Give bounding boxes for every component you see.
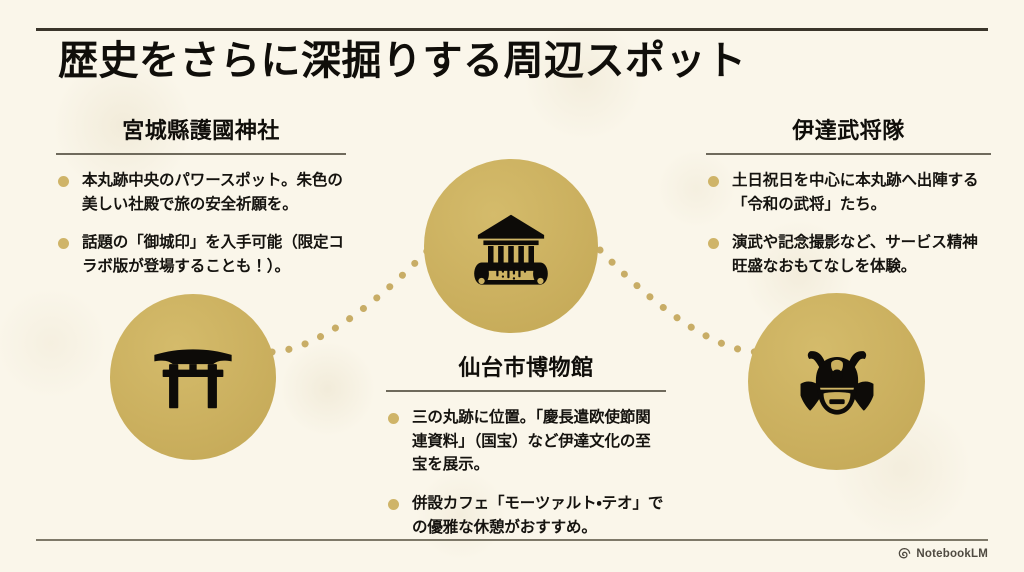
museum-icon-circle [424, 159, 598, 333]
samurai-heading-underline [706, 153, 991, 156]
list-item: 本丸跡中央のパワースポット。朱色の美しい社殿で旅の安全祈願を。 [56, 169, 346, 216]
museum-heading: 仙台市博物館 [458, 355, 594, 380]
list-item: 三の丸跡に位置。「慶長遣欧使節関連資料」（国宝）など伊達文化の至宝を展示。 [386, 406, 666, 477]
bottom-divider [36, 539, 988, 541]
spot-column-museum: 仙台市博物館 三の丸跡に位置。「慶長遣欧使節関連資料」（国宝）など伊達文化の至宝… [386, 355, 666, 539]
brand-label: NotebookLM [916, 547, 988, 560]
bullet-text: 本丸跡中央のパワースポット。朱色の美しい社殿で旅の安全祈願を。 [82, 172, 343, 213]
bullet-dot-icon [58, 238, 69, 250]
bullet-text: 併設カフェ「モーツァルト・テオ」での優雅な休憩がおすすめ。 [412, 495, 664, 536]
notebooklm-spiral-icon [899, 547, 911, 559]
samurai-heading: 伊達武将隊 [792, 118, 905, 143]
bullet-dot-icon [388, 499, 399, 511]
bullet-text: 話題の「御城印」を入手可能（限定コラボ版が登場することも！）。 [82, 234, 344, 276]
list-item: 土日祝日を中心に本丸跡へ出陣する「令和の武将」たち。 [706, 169, 991, 216]
bullet-dot-icon [388, 413, 399, 425]
shrine-bullet-list: 本丸跡中央のパワースポット。朱色の美しい社殿で旅の安全祈願を。 話題の「御城印」… [56, 169, 346, 278]
shrine-heading-underline [56, 153, 346, 156]
samurai-helmet-icon [800, 350, 873, 415]
museum-heading-underline [386, 390, 666, 393]
samurai-icon-circle [748, 293, 925, 470]
torii-gate-icon [154, 349, 232, 409]
bullet-text: 三の丸跡に位置。「慶長遣欧使節関連資料」（国宝）など伊達文化の至宝を展示。 [412, 409, 651, 474]
page-title: 歴史をさらに深掘りする周辺スポット [58, 39, 747, 83]
list-item: 演武や記念撮影など、サービス精神旺盛なおもてなしを体験。 [706, 231, 991, 278]
museum-building-icon [474, 214, 548, 285]
museum-bullet-list: 三の丸跡に位置。「慶長遣欧使節関連資料」（国宝）など伊達文化の至宝を展示。 併設… [386, 406, 666, 539]
bullet-dot-icon [58, 176, 69, 188]
shrine-icon-circle [110, 294, 276, 460]
bullet-text: 土日祝日を中心に本丸跡へ出陣する「令和の武将」たち。 [732, 172, 979, 213]
top-divider [36, 28, 988, 31]
spot-column-shrine: 宮城縣護國神社 本丸跡中央のパワースポット。朱色の美しい社殿で旅の安全祈願を。 … [56, 118, 346, 279]
shrine-heading: 宮城縣護國神社 [122, 118, 280, 143]
bullet-dot-icon [708, 176, 719, 188]
list-item: 話題の「御城印」を入手可能（限定コラボ版が登場することも！）。 [56, 231, 346, 278]
notebooklm-brand: NotebookLM [898, 547, 988, 560]
bullet-text: 演武や記念撮影など、サービス精神旺盛なおもてなしを体験。 [732, 234, 978, 276]
samurai-bullet-list: 土日祝日を中心に本丸跡へ出陣する「令和の武将」たち。 演武や記念撮影など、サービ… [706, 169, 991, 278]
bullet-dot-icon [708, 238, 719, 250]
list-item: 併設カフェ「モーツァルト・テオ」での優雅な休憩がおすすめ。 [386, 492, 666, 539]
spot-column-samurai: 伊達武将隊 土日祝日を中心に本丸跡へ出陣する「令和の武将」たち。 演武や記念撮影… [706, 118, 991, 279]
